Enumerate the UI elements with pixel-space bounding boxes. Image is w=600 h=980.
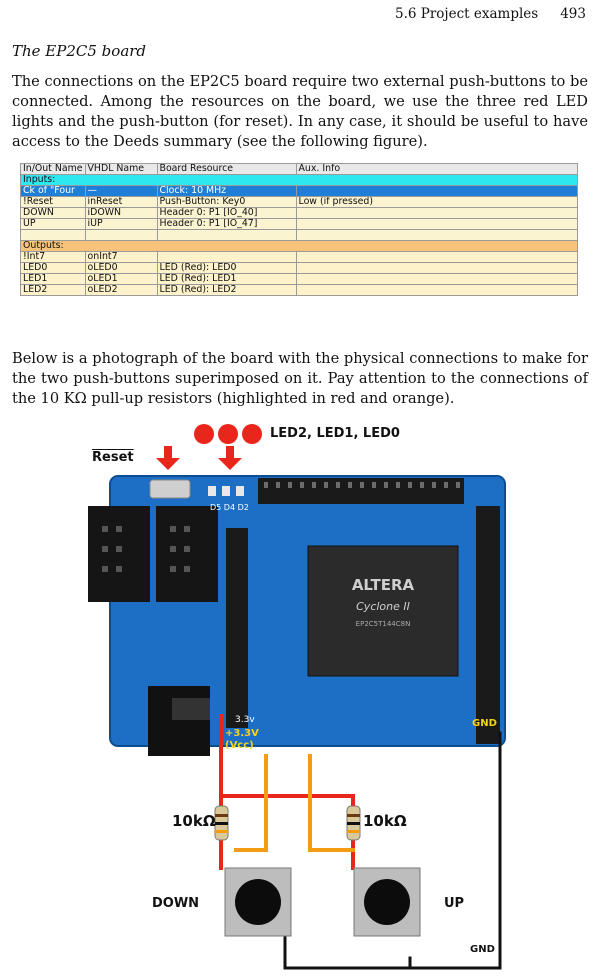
cell: LED (Red): LED1 xyxy=(156,273,297,285)
cell: UP xyxy=(20,218,86,230)
reset-push-button xyxy=(149,479,191,499)
outputs-label: Outputs: xyxy=(20,240,578,252)
cell: oLED0 xyxy=(84,262,158,274)
cell: LED (Red): LED0 xyxy=(156,262,297,274)
table-row: DOWN iDOWN Header 0: P1 [IO_40] xyxy=(20,207,579,219)
reset-arrow xyxy=(164,446,172,458)
board-photo-illustration: D5 D4 D2 ALTERA Cyclone II EP2C5T144C8N … xyxy=(88,424,506,970)
cell xyxy=(156,251,297,263)
board-figure: D5 D4 D2 ALTERA Cyclone II EP2C5T144C8N … xyxy=(80,418,520,973)
board-3v3-label: 3.3v xyxy=(235,715,255,725)
cell: LED0 xyxy=(20,262,86,274)
cell xyxy=(295,218,579,230)
as-connector xyxy=(156,506,218,602)
cell: LED (Red): LED2 xyxy=(156,284,297,296)
led-d2 xyxy=(236,486,244,496)
table-row: LED0 oLED0 LED (Red): LED0 xyxy=(20,262,579,274)
jtag-connector xyxy=(88,506,150,602)
down-label: DOWN xyxy=(152,896,200,911)
chip-brand: ALTERA xyxy=(352,576,415,594)
cell xyxy=(295,284,579,296)
inputs-label: Inputs: xyxy=(20,174,578,186)
table-header-row: In/Out Name VHDL Name Board Resource Aux… xyxy=(20,163,579,175)
chip-family: Cyclone II xyxy=(356,600,410,613)
table-row: Ck of "Four — Clock: 10 MHz xyxy=(20,185,579,197)
col-header: Board Resource xyxy=(156,163,297,175)
cell: inReset xyxy=(84,196,158,208)
col-header: Aux. Info xyxy=(295,163,579,175)
cell: Header 0: P1 [IO_47] xyxy=(156,218,297,230)
vcc-sub-label: (Vcc) xyxy=(225,740,254,751)
table-row: LED2 oLED2 LED (Red): LED2 xyxy=(20,284,579,296)
resistor-right-label: 10kΩ xyxy=(363,812,407,830)
led-d4 xyxy=(222,486,230,496)
paragraph-intro: The connections on the EP2C5 board requi… xyxy=(12,73,588,150)
deeds-summary-table: In/Out Name VHDL Name Board Resource Aux… xyxy=(20,163,579,296)
chip-part: EP2C5T144C8N xyxy=(356,620,411,628)
reset-label: Reset xyxy=(92,450,134,465)
cell: onInt7 xyxy=(84,251,158,263)
orange-wire-right xyxy=(308,754,355,852)
gnd-bottom-label: GND xyxy=(470,944,495,955)
table-row: !Reset inReset Push-Button: Key0 Low (if… xyxy=(20,196,579,208)
cell: Ck of "Four xyxy=(20,185,86,197)
col-header: VHDL Name xyxy=(84,163,158,175)
cell xyxy=(295,273,579,285)
cell: Push-Button: Key0 xyxy=(156,196,297,208)
led0-indicator xyxy=(242,424,262,444)
cell xyxy=(295,185,579,197)
cell: !Int7 xyxy=(20,251,86,263)
cell: iUP xyxy=(84,218,158,230)
up-label: UP xyxy=(444,896,465,911)
cell: oLED2 xyxy=(84,284,158,296)
vcc-label: +3.3V xyxy=(225,728,259,739)
led2-indicator xyxy=(194,424,214,444)
cell: Header 0: P1 [IO_40] xyxy=(156,207,297,219)
table-row: LED1 oLED1 LED (Red): LED1 xyxy=(20,273,579,285)
led1-indicator xyxy=(218,424,238,444)
cell xyxy=(295,207,579,219)
cell: !Reset xyxy=(20,196,86,208)
cell: Clock: 10 MHz xyxy=(156,185,297,197)
table-row-blank xyxy=(20,229,579,241)
cell xyxy=(295,262,579,274)
gnd-board-label: GND xyxy=(472,718,497,729)
cell: LED2 xyxy=(20,284,86,296)
table-row: UP iUP Header 0: P1 [IO_47] xyxy=(20,218,579,230)
top-pin-header xyxy=(258,478,464,504)
table-row: !Int7 onInt7 xyxy=(20,251,579,263)
cell: iDOWN xyxy=(84,207,158,219)
led-marks-text: D5 D4 D2 xyxy=(210,503,249,512)
col-header: In/Out Name xyxy=(20,163,86,175)
power-jack xyxy=(148,686,210,756)
cell: Low (if pressed) xyxy=(295,196,579,208)
fpga-chip xyxy=(307,545,459,677)
cell: — xyxy=(84,185,158,197)
led-d5 xyxy=(208,486,216,496)
left-vertical-header xyxy=(226,528,248,728)
gnd-wire xyxy=(283,731,502,970)
led-arrow xyxy=(226,446,234,458)
section-ref: 5.6 Project examples xyxy=(395,6,539,22)
running-head: 5.6 Project examples 493 xyxy=(373,6,586,22)
cell: LED1 xyxy=(20,273,86,285)
section-title: The EP2C5 board xyxy=(12,42,147,60)
page-number: 493 xyxy=(560,6,586,22)
led-label: LED2, LED1, LED0 xyxy=(270,426,400,441)
outputs-section-row: Outputs: xyxy=(20,240,578,252)
resistor-left-label: 10kΩ xyxy=(172,812,216,830)
paragraph-photo-intro: Below is a photograph of the board with … xyxy=(12,350,588,407)
orange-wire-left xyxy=(234,754,268,852)
cell: DOWN xyxy=(20,207,86,219)
right-pin-header xyxy=(476,506,500,744)
inputs-section-row: Inputs: xyxy=(20,174,578,186)
cell xyxy=(295,251,579,263)
cell: oLED1 xyxy=(84,273,158,285)
